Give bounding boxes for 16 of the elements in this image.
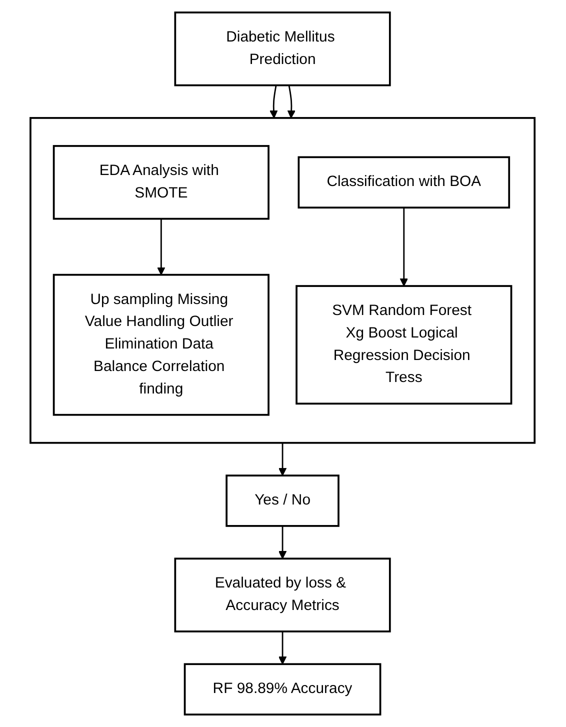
node-box: RF 98.89% Accuracy bbox=[184, 663, 382, 716]
arrow bbox=[270, 85, 278, 118]
arrow bbox=[278, 631, 288, 664]
node-box: Diabetic Mellitus Prediction bbox=[174, 12, 392, 86]
cluster bbox=[30, 117, 536, 444]
node-box: Evaluated by loss & Accuracy Metrics bbox=[174, 558, 392, 632]
arrow bbox=[158, 218, 166, 276]
node-box: EDA Analysis with SMOTE bbox=[53, 145, 270, 220]
node-box: Up sampling Missing Value Handling Outlier Elimination Data Balance Correlation finding bbox=[53, 274, 270, 416]
arrow bbox=[288, 85, 296, 118]
arrow bbox=[278, 526, 288, 559]
arrow bbox=[278, 442, 288, 476]
arrow bbox=[400, 208, 408, 286]
node-box: Yes / No bbox=[226, 474, 340, 527]
node-box: Classification with BOA bbox=[298, 156, 510, 209]
node-box: SVM Random Forest Xg Boost Logical Regression Decision Tress bbox=[296, 285, 513, 405]
